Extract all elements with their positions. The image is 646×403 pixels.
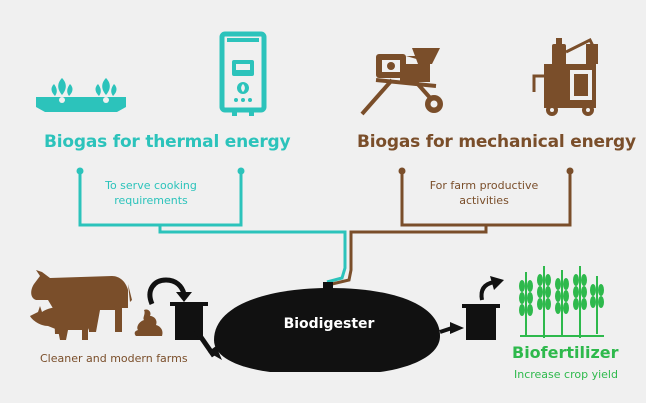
manure-icon — [134, 309, 163, 336]
farms-caption: Cleaner and modern farms — [40, 352, 188, 365]
thermal-energy-title: Biogas for thermal energy — [44, 132, 291, 152]
mechanical-energy-subtitle: For farm productive activities — [429, 179, 539, 207]
milking-machine-icon — [532, 37, 598, 116]
inlet-arrow-icon — [147, 277, 192, 305]
thermal-energy-subtitle: To serve cooking requirements — [105, 179, 197, 207]
water-heater-icon — [219, 31, 267, 116]
pig-icon — [30, 306, 93, 340]
biodigester-dome — [214, 282, 440, 372]
biodigester-label: Biodigester — [283, 316, 375, 332]
outlet-tank-icon — [462, 276, 504, 340]
wheat-icon — [519, 266, 604, 338]
biofertilizer-caption: Increase crop yield — [514, 368, 618, 381]
stove-icon — [36, 78, 126, 112]
mechanical-energy-title: Biogas for mechanical energy — [357, 132, 636, 152]
inlet-tank-icon — [170, 302, 222, 360]
thermal-connector — [78, 172, 347, 284]
biofertilizer-title: Biofertilizer — [512, 343, 619, 362]
outlet-arrow-icon — [439, 322, 464, 334]
mechanical-connector — [331, 172, 572, 286]
mill-icon — [360, 48, 443, 116]
